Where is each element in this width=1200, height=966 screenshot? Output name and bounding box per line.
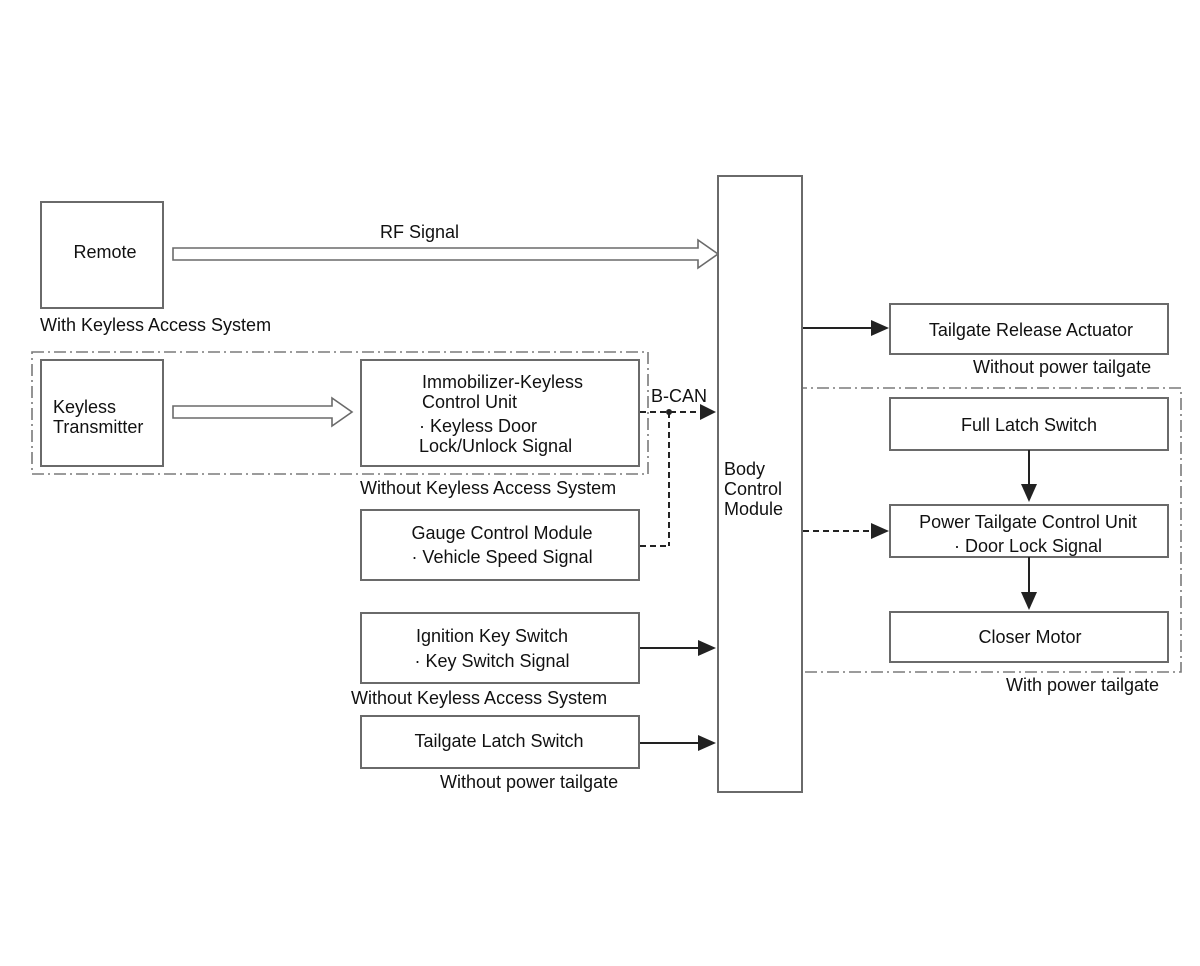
keyless-transmitter-box — [40, 359, 164, 467]
ignition-key-switch-box — [360, 612, 640, 684]
with-power-tailgate-note: With power tailgate — [1006, 675, 1159, 695]
transmitter-hollow-arrow — [172, 396, 354, 428]
ignition-line1: Ignition Key Switch — [416, 626, 568, 646]
ignition-arrowhead — [698, 640, 716, 656]
full-latch-arrowhead — [1021, 484, 1037, 502]
keyless-group-boundary — [31, 351, 649, 475]
closer-arrowhead — [1021, 592, 1037, 610]
power-tailgate-control-unit-box — [889, 504, 1169, 558]
ptcu-line1: Power Tailgate Control Unit — [919, 512, 1137, 532]
without-power-tailgate-note-left: Without power tailgate — [440, 772, 618, 792]
b-can-label: B-CAN — [651, 386, 707, 406]
gauge-line1: Gauge Control Module — [411, 523, 592, 543]
full-latch-switch-box — [889, 397, 1169, 451]
without-power-tailgate-note-right: Without power tailgate — [973, 357, 1151, 377]
ignition-line2: · Key Switch Signal — [414, 651, 569, 671]
with-keyless-access-note: With Keyless Access System — [40, 315, 271, 335]
gauge-line2: · Vehicle Speed Signal — [411, 547, 592, 567]
bcan-arrowhead — [700, 404, 716, 420]
tailgate-latch-switch-box — [360, 715, 640, 769]
immobilizer-line4: Lock/Unlock Signal — [419, 436, 572, 456]
immobilizer-line3: · Keyless Door — [419, 416, 537, 436]
remote-box — [40, 201, 164, 309]
tailgate-latch-switch-label: Tailgate Latch Switch — [414, 731, 583, 751]
actuator-arrowhead — [871, 320, 889, 336]
tailgate-release-actuator-box — [889, 303, 1169, 355]
bcm-line1: Body — [724, 459, 765, 479]
immobilizer-line2: Control Unit — [422, 392, 517, 412]
full-latch-switch-label: Full Latch Switch — [961, 415, 1097, 435]
ptcu-line2: · Door Lock Signal — [954, 536, 1102, 556]
without-keyless-access-note-2: Without Keyless Access System — [351, 688, 607, 708]
tailgate-latch-arrowhead — [698, 735, 716, 751]
closer-motor-box — [889, 611, 1169, 663]
closer-motor-label: Closer Motor — [978, 627, 1081, 647]
ptcu-arrowhead — [871, 523, 889, 539]
bcm-line2: Control — [724, 479, 782, 499]
immobilizer-box — [360, 359, 640, 467]
tailgate-release-actuator-label: Tailgate Release Actuator — [929, 320, 1133, 340]
without-keyless-access-note-1: Without Keyless Access System — [360, 478, 616, 498]
body-control-module-box — [717, 175, 803, 793]
rf-signal-label: RF Signal — [380, 222, 459, 242]
remote-label: Remote — [73, 242, 136, 262]
keyless-transmitter-line1: Keyless — [53, 397, 116, 417]
bcm-line3: Module — [724, 499, 783, 519]
immobilizer-line1: Immobilizer-Keyless — [422, 372, 583, 392]
keyless-transmitter-line2: Transmitter — [53, 417, 143, 437]
gauge-control-module-box — [360, 509, 640, 581]
rf-signal-arrow — [172, 238, 720, 270]
